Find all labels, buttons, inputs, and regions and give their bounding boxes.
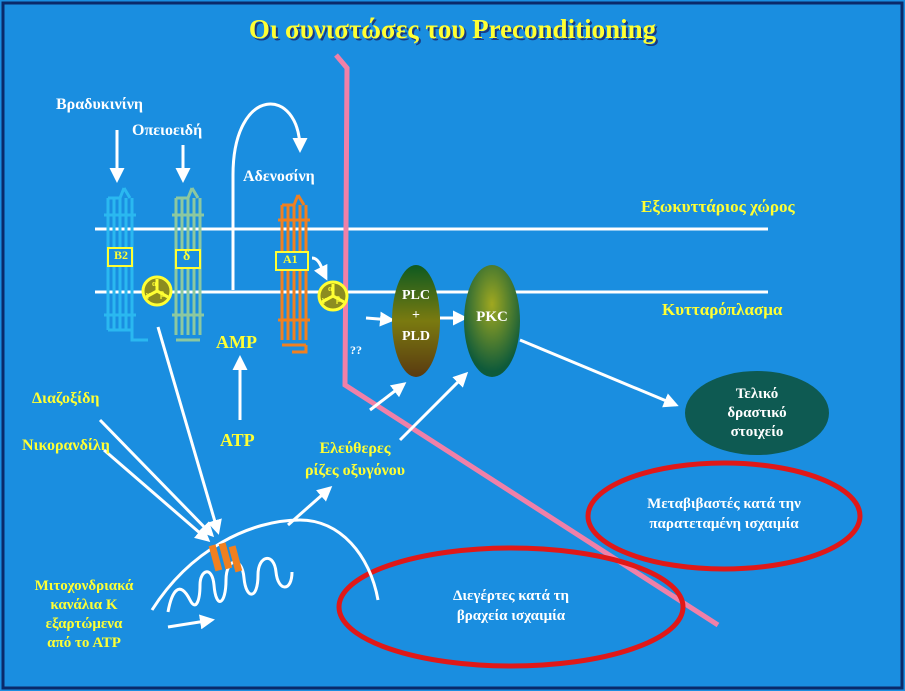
g1-alpha: α bbox=[152, 279, 157, 288]
mitochondrion bbox=[150, 518, 380, 613]
g-protein-2 bbox=[317, 280, 349, 312]
label-free-radicals-2: ρίζες οξυγόνου bbox=[304, 462, 406, 479]
final-line-1: Τελικό bbox=[735, 386, 779, 402]
receptor-a1 bbox=[278, 194, 310, 354]
arrows bbox=[98, 102, 679, 630]
triggers-line-2: βραχεία ισχαιμία bbox=[456, 608, 566, 624]
plc-plus: + bbox=[412, 308, 420, 323]
label-opioids: Οπειοειδή bbox=[132, 122, 203, 139]
receptor-delta-label: δ bbox=[183, 249, 191, 264]
pkc-label: PKC bbox=[476, 309, 508, 325]
label-bradykinin: Βραδυκινίνη bbox=[56, 96, 143, 113]
label-question: ?? bbox=[350, 343, 362, 357]
triggers-oval bbox=[336, 545, 686, 669]
label-nicorandil: Νικορανδίλη bbox=[22, 437, 110, 454]
receptor-delta-box bbox=[175, 249, 201, 269]
label-mito-4: από το ΑΤΡ bbox=[47, 635, 121, 651]
triggers-line-1: Διεγέρτες κατά τη bbox=[452, 588, 570, 604]
mediators-line-2: παρατεταμένη ισχαιμία bbox=[649, 516, 799, 532]
label-mito-3: εξαρτώμενα bbox=[45, 616, 123, 632]
receptor-b2-label: B2 bbox=[114, 248, 129, 262]
label-cytoplasm: Κυτταρόπλασμα bbox=[662, 300, 783, 319]
pkc-node bbox=[464, 265, 520, 377]
label-adenosine: Αδενοσίνη bbox=[243, 168, 315, 185]
mediators-oval bbox=[585, 460, 863, 572]
label-amp: AMP bbox=[216, 332, 257, 352]
final-line-3: στοιχείο bbox=[730, 424, 784, 440]
pld-label: PLD bbox=[402, 329, 430, 344]
plc-label: PLC bbox=[402, 288, 430, 303]
g2-alpha: α bbox=[328, 284, 333, 293]
final-line-2: δραστικό bbox=[727, 405, 787, 421]
g2-gamma: γ bbox=[322, 295, 326, 304]
page-title: Οι συνιστώσες του Preconditioning bbox=[248, 14, 657, 44]
label-diazoxide: Διαζοξίδη bbox=[32, 390, 100, 407]
receptor-a1-box bbox=[275, 251, 309, 271]
g1-gamma: γ bbox=[146, 290, 150, 299]
receptor-a1-label: A1 bbox=[283, 252, 298, 266]
plc-pld-node bbox=[392, 265, 440, 377]
label-mito-1: Μιτοχονδριακά bbox=[34, 578, 134, 594]
g2-beta: β bbox=[336, 295, 341, 304]
label-free-radicals-1: Ελεύθερες bbox=[319, 440, 391, 457]
pink-divider-line bbox=[334, 53, 720, 628]
mediators-line-1: Μεταβιβαστές κατά την bbox=[647, 496, 801, 512]
label-atp: ATP bbox=[220, 430, 255, 450]
g-protein-1 bbox=[141, 275, 173, 307]
label-mito-2: κανάλια Κ bbox=[50, 597, 118, 613]
mito-k-channel bbox=[208, 542, 243, 573]
final-effector-node bbox=[685, 371, 829, 455]
label-extracellular: Εξωκυττάριος χώρος bbox=[641, 197, 795, 216]
g1-beta: β bbox=[160, 290, 165, 299]
receptor-b2-box bbox=[107, 247, 133, 267]
